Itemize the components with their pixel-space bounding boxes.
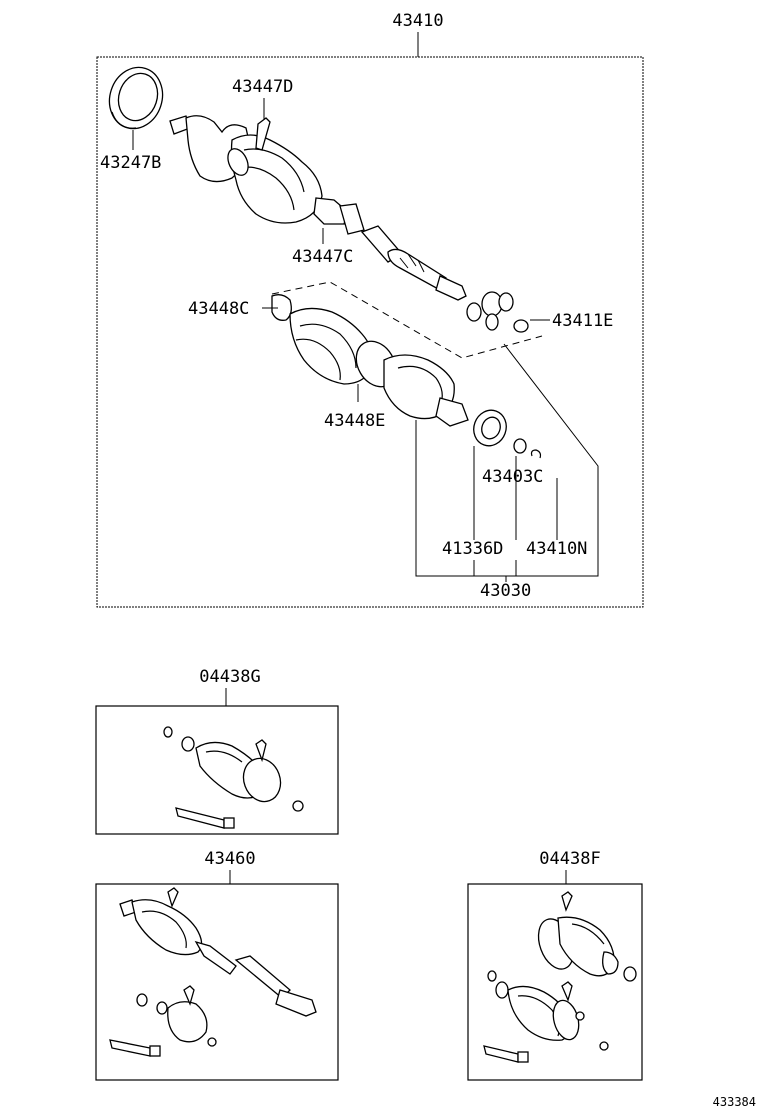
- label-43410: 43410: [392, 11, 443, 31]
- label-43447D: 43447D: [232, 77, 293, 97]
- diagram-id: 433384: [713, 1095, 756, 1109]
- label-41336D: 41336D: [442, 539, 503, 559]
- label-04438F: 04438F: [539, 849, 600, 869]
- label-43448C: 43448C: [188, 299, 249, 319]
- dust-seal-43247B: [108, 66, 164, 130]
- label-43411E: 43411E: [552, 311, 613, 331]
- main-assembly-group: 43410 43247B 43447D: [96, 11, 644, 608]
- kit-43460-frame: [95, 883, 339, 1081]
- label-04438G: 04438G: [199, 667, 260, 687]
- inner-cv-joint-boot: [271, 294, 469, 427]
- label-43030: 43030: [480, 581, 531, 601]
- label-43403C: 43403C: [482, 467, 543, 487]
- outer-cv-joint-boot: [169, 115, 349, 225]
- snap-ring-43410N: [530, 449, 542, 459]
- main-assembly-frame: [96, 56, 644, 608]
- kit-04438G: 04438G: [95, 667, 339, 835]
- oil-seal-41336D: [473, 409, 507, 447]
- label-43247B: 43247B: [100, 153, 161, 173]
- label-43460: 43460: [204, 849, 255, 869]
- tripod-joint: [466, 291, 529, 333]
- kit-04438G-frame: [95, 705, 339, 835]
- label-43410N: 43410N: [526, 539, 587, 559]
- grease-tube: [175, 807, 225, 829]
- o-ring-43403C: [513, 438, 527, 454]
- kit-04438F: 04438F: [467, 849, 643, 1081]
- leaders-43030: [415, 343, 599, 582]
- label-43447C: 43447C: [292, 247, 353, 267]
- kit-04438F-frame: [467, 883, 643, 1081]
- kit-43460: 43460: [95, 849, 339, 1081]
- label-43448E: 43448E: [324, 411, 385, 431]
- drive-shaft: [339, 203, 467, 301]
- dashed-guide: [271, 281, 543, 359]
